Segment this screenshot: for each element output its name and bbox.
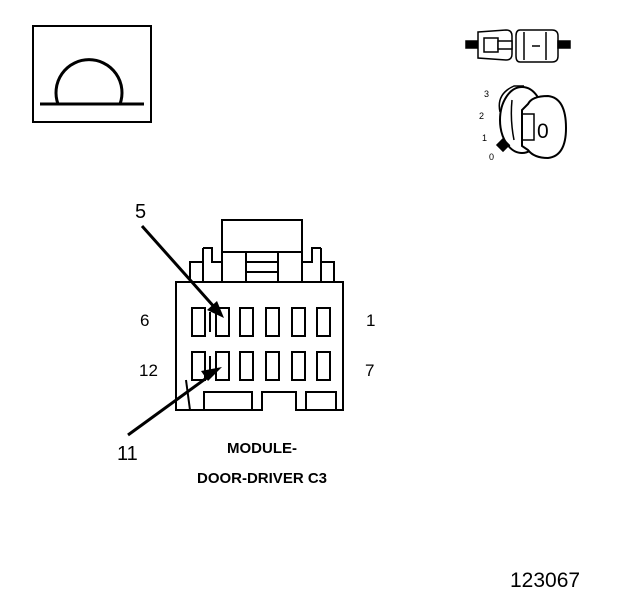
cavity-9 bbox=[265, 351, 280, 381]
ignition-key-off-icon: 3 2 1 0 0 bbox=[479, 85, 568, 162]
callout-arrow-upper bbox=[140, 225, 224, 318]
key-position-1: 1 bbox=[482, 133, 487, 143]
callout-label-upper: 5 bbox=[135, 201, 146, 223]
connector-cavities bbox=[191, 307, 331, 381]
caption-line-2: DOOR-DRIVER C3 bbox=[197, 470, 327, 487]
cavity-1 bbox=[316, 307, 331, 337]
callout-arrow-lower bbox=[127, 367, 222, 437]
cavity-4 bbox=[239, 307, 254, 337]
caption-line-1: MODULE- bbox=[227, 440, 297, 457]
cavity-10 bbox=[239, 351, 254, 381]
cavity-label-bottom-right: 7 bbox=[365, 361, 374, 380]
cavity-label-top-right: 1 bbox=[366, 311, 375, 330]
cavity-7 bbox=[316, 351, 331, 381]
cavity-3 bbox=[265, 307, 280, 337]
cavity-label-top-left: 6 bbox=[140, 311, 149, 330]
cavity-label-bottom-left: 12 bbox=[139, 361, 158, 380]
ohmmeter-icon bbox=[32, 25, 152, 123]
key-label: 0 bbox=[537, 120, 549, 143]
connector-disconnected-icon bbox=[465, 29, 571, 63]
key-position-3: 3 bbox=[484, 89, 489, 99]
cavity-2 bbox=[291, 307, 306, 337]
callout-label-lower: 11 bbox=[117, 443, 138, 465]
cavity-12 bbox=[191, 351, 206, 381]
key-position-0: 0 bbox=[489, 152, 494, 162]
cavity-11 bbox=[215, 351, 230, 381]
key-position-2: 2 bbox=[479, 111, 484, 121]
cavity-8 bbox=[291, 351, 306, 381]
figure-number: 123067 bbox=[510, 569, 580, 592]
cavity-6 bbox=[191, 307, 206, 337]
